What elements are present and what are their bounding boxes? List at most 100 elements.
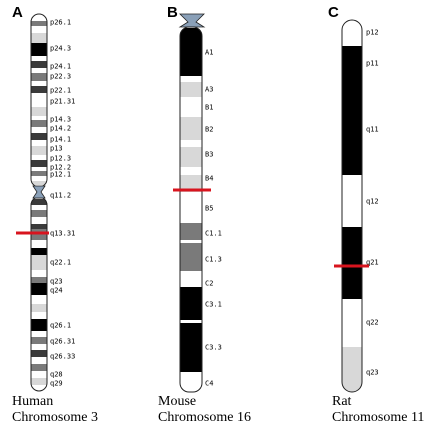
human-band-label: p12.2: [50, 164, 71, 172]
mouse-band-12: [180, 243, 202, 271]
human-band-label: q26.1: [50, 322, 71, 330]
mouse-chromosome-outline: [179, 26, 203, 393]
human-band-label: p13: [50, 145, 63, 153]
human-band-label: p12.3: [50, 155, 71, 163]
mouse-band-label: B2: [205, 126, 213, 134]
human-band-9: [31, 81, 47, 86]
mouse-band-0: [180, 28, 202, 76]
rat-band-2: [342, 175, 362, 227]
mouse-band-label: B3: [205, 151, 213, 159]
mouse-band-6: [180, 147, 202, 167]
human-band-label: p14.3: [50, 116, 71, 124]
human-band-label: q11.2: [50, 192, 71, 200]
mouse-band-label: B4: [205, 175, 213, 183]
rat-caption-chromosome: Chromosome 11: [332, 410, 424, 425]
mouse-band-label: B5: [205, 205, 213, 213]
human-band-6: [31, 61, 47, 68]
human-band-label: p22.1: [50, 87, 71, 95]
human-band-label: q24: [50, 287, 63, 295]
human-band-44: [31, 337, 47, 344]
human-band-label: q26.31: [50, 338, 75, 346]
human-band-label: q13.31: [50, 230, 75, 238]
rat-band-label: q23: [366, 369, 379, 377]
mouse-band-8: [180, 175, 202, 192]
rat-chromosome-outline: [341, 19, 363, 393]
human-band-16: [31, 133, 47, 140]
mouse-band-3: [180, 97, 202, 117]
mouse-band-label: C3.3: [205, 344, 222, 352]
human-band-27: [31, 199, 47, 205]
human-band-18: [31, 146, 47, 155]
human-band-35: [31, 255, 47, 270]
human-band-label: p21.31: [50, 98, 75, 106]
human-band-45: [31, 344, 47, 350]
mouse-chromosome-ideogram: [178, 13, 206, 393]
rat-band-label: p12: [366, 29, 379, 37]
mouse-band-17: [180, 372, 202, 392]
rat-band-4: [342, 299, 362, 347]
mouse-band-label: C1.1: [205, 230, 222, 238]
human-band-40: [31, 304, 47, 312]
human-centromere: [32, 185, 46, 199]
human-band-labels: p26.1p24.3p24.1p22.3p22.1p21.31p14.3p14.…: [50, 19, 75, 388]
mouse-band-4: [180, 117, 202, 140]
human-band-36: [31, 270, 47, 277]
human-band-28: [31, 205, 47, 210]
rat-band-label: p11: [366, 60, 379, 68]
mouse-band-label: C4: [205, 380, 213, 388]
mouse-band-14: [180, 287, 202, 320]
human-band-33: [31, 240, 47, 248]
human-band-7: [31, 68, 47, 73]
mouse-band-label: A1: [205, 49, 213, 57]
human-band-17: [31, 140, 47, 146]
human-band-0: [31, 14, 47, 21]
human-band-2: [31, 26, 47, 33]
mouse-band-7: [180, 167, 202, 175]
rat-band-1: [342, 46, 362, 175]
human-band-label: p14.1: [50, 136, 71, 144]
human-band-10: [31, 86, 47, 93]
human-band-14: [31, 120, 47, 127]
human-band-34: [31, 248, 47, 255]
panel-letter-a: A: [12, 4, 23, 21]
human-band-30: [31, 217, 47, 224]
human-band-label: p24.1: [50, 63, 71, 71]
human-band-15: [31, 127, 47, 133]
human-chromosome-ideogram: [30, 13, 48, 392]
mouse-band-label: C3.1: [205, 301, 222, 309]
mouse-caption-species: Mouse: [158, 394, 196, 409]
human-caption-chromosome: Chromosome 3: [12, 410, 98, 425]
human-band-19: [31, 155, 47, 160]
human-band-label: p12.1: [50, 171, 71, 179]
human-band-31: [31, 224, 47, 229]
rat-band-3: [342, 227, 362, 299]
human-band-20: [31, 160, 47, 167]
rat-chromosome-ideogram: [341, 19, 363, 393]
human-band-label: q28: [50, 371, 63, 379]
human-band-51: [31, 385, 47, 391]
human-band-label: p14.2: [50, 125, 71, 133]
human-band-4: [31, 43, 47, 56]
panel-human-chr3: A p26.1p24.3p24.1p22.3p22.1p21.31p14.3p1…: [12, 4, 98, 425]
rat-caption-species: Rat: [332, 394, 352, 409]
human-band-1: [31, 21, 47, 26]
mouse-band-15: [180, 320, 202, 323]
mouse-band-16: [180, 323, 202, 372]
human-band-37: [31, 277, 47, 283]
mouse-band-13: [180, 271, 202, 287]
human-band-23: [31, 176, 47, 181]
human-band-label: q23: [50, 278, 63, 286]
mouse-band-11: [180, 240, 202, 243]
rat-band-0: [342, 26, 362, 46]
human-band-43: [31, 331, 47, 337]
mouse-band-label: A3: [205, 86, 213, 94]
panel-letter-c: C: [328, 4, 339, 21]
mouse-centromere: [178, 13, 206, 28]
human-band-39: [31, 295, 47, 304]
human-band-11: [31, 93, 47, 107]
human-band-5: [31, 56, 47, 61]
